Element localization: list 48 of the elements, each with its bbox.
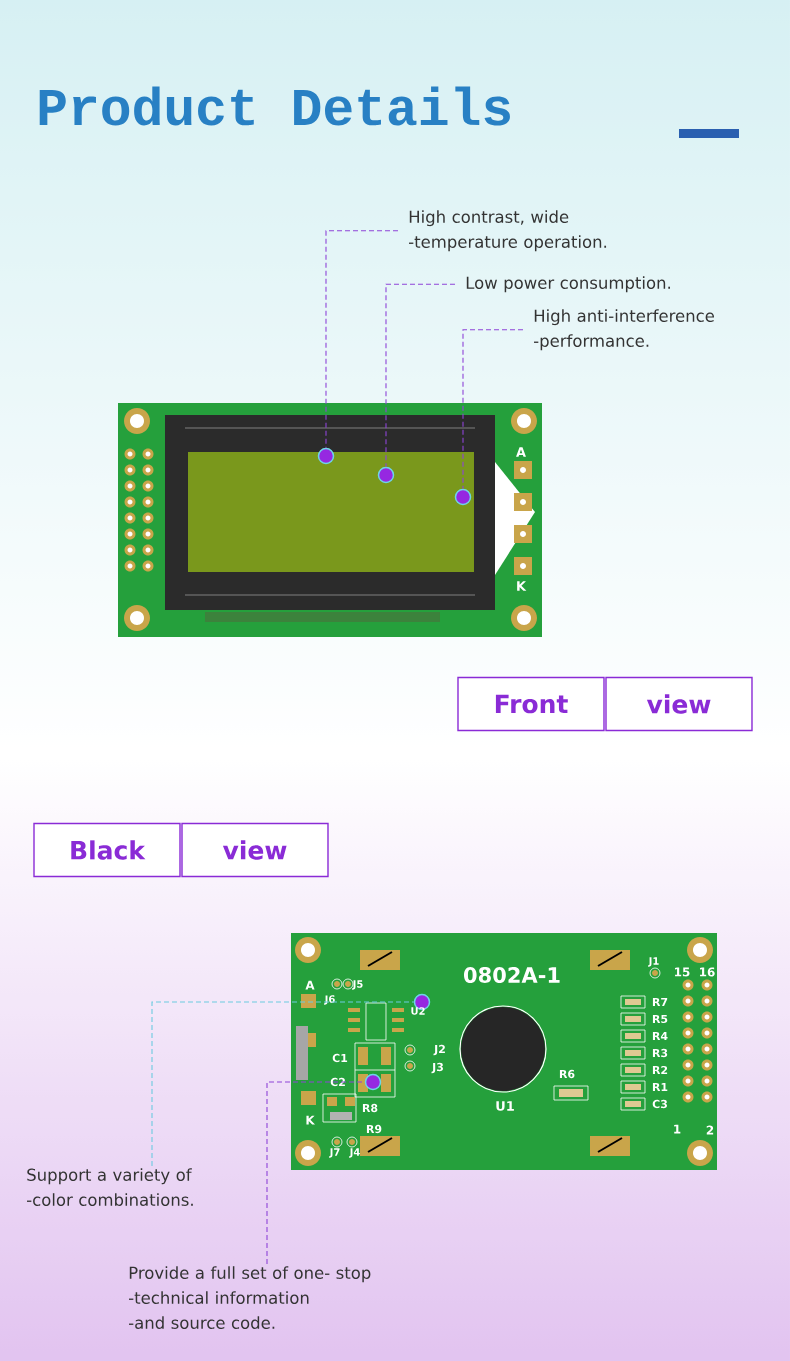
silkscreen-label: K <box>306 1115 315 1125</box>
leader-line <box>385 283 456 468</box>
silkscreen-label: 15 <box>675 967 690 977</box>
silkscreen-label: J3 <box>431 1062 443 1074</box>
silkscreen-label: R6 <box>559 1069 575 1079</box>
annotation: Low power consumption. <box>466 276 670 293</box>
annotation: Provide a full set of one- stop -technical information -and source code. <box>129 1266 371 1329</box>
view-tab: view <box>605 676 753 732</box>
silkscreen-label: J7 <box>329 1148 340 1158</box>
silkscreen-label: 2 <box>706 1125 714 1135</box>
silkscreen-label: R2 <box>652 1065 668 1075</box>
view-tab: view <box>181 822 329 878</box>
silkscreen-label: C2 <box>330 1077 345 1087</box>
marker-dot <box>377 466 395 484</box>
leader-line <box>462 329 524 490</box>
annotation: Support a variety of -color combinations. <box>27 1168 193 1206</box>
silkscreen-label: K <box>517 581 527 591</box>
page-title: Product Details <box>39 86 510 126</box>
silkscreen-label: 16 <box>700 967 715 977</box>
silkscreen-label: J5 <box>352 980 363 990</box>
silkscreen-label: R9 <box>366 1124 382 1134</box>
silkscreen-label: J4 <box>349 1148 360 1158</box>
silkscreen-label: R5 <box>652 1014 668 1024</box>
silkscreen-label: J6 <box>324 995 335 1005</box>
silkscreen-label: U2 <box>411 1007 425 1015</box>
silkscreen-label: R3 <box>652 1048 668 1058</box>
silkscreen-label: A <box>516 447 526 457</box>
marker-dot <box>364 1073 382 1091</box>
view-tab: Front <box>457 676 605 732</box>
silkscreen-label: U1 <box>496 1101 514 1111</box>
silkscreen-label: C1 <box>332 1053 348 1063</box>
silkscreen-label: A <box>305 980 315 990</box>
marker-dot <box>454 488 472 506</box>
silkscreen-label: R1 <box>652 1083 668 1091</box>
annotation: High anti-interference -performance. <box>534 309 714 351</box>
silkscreen-label: 1 <box>674 1124 681 1134</box>
leader-line <box>151 1001 415 1167</box>
view-tab: Black <box>33 822 181 878</box>
silkscreen-label: R7 <box>652 998 668 1006</box>
silkscreen-label: C3 <box>652 1099 667 1109</box>
annotation: High contrast, wide -temperature operation. <box>409 210 607 252</box>
silkscreen-label: J1 <box>648 957 659 967</box>
silkscreen-label: R4 <box>652 1032 668 1040</box>
silkscreen-label: R8 <box>362 1103 378 1113</box>
silkscreen-label: 0802A-1 <box>464 967 560 983</box>
leader-line <box>325 230 399 449</box>
marker-dot <box>317 447 335 465</box>
silkscreen-label: J2 <box>433 1044 445 1056</box>
